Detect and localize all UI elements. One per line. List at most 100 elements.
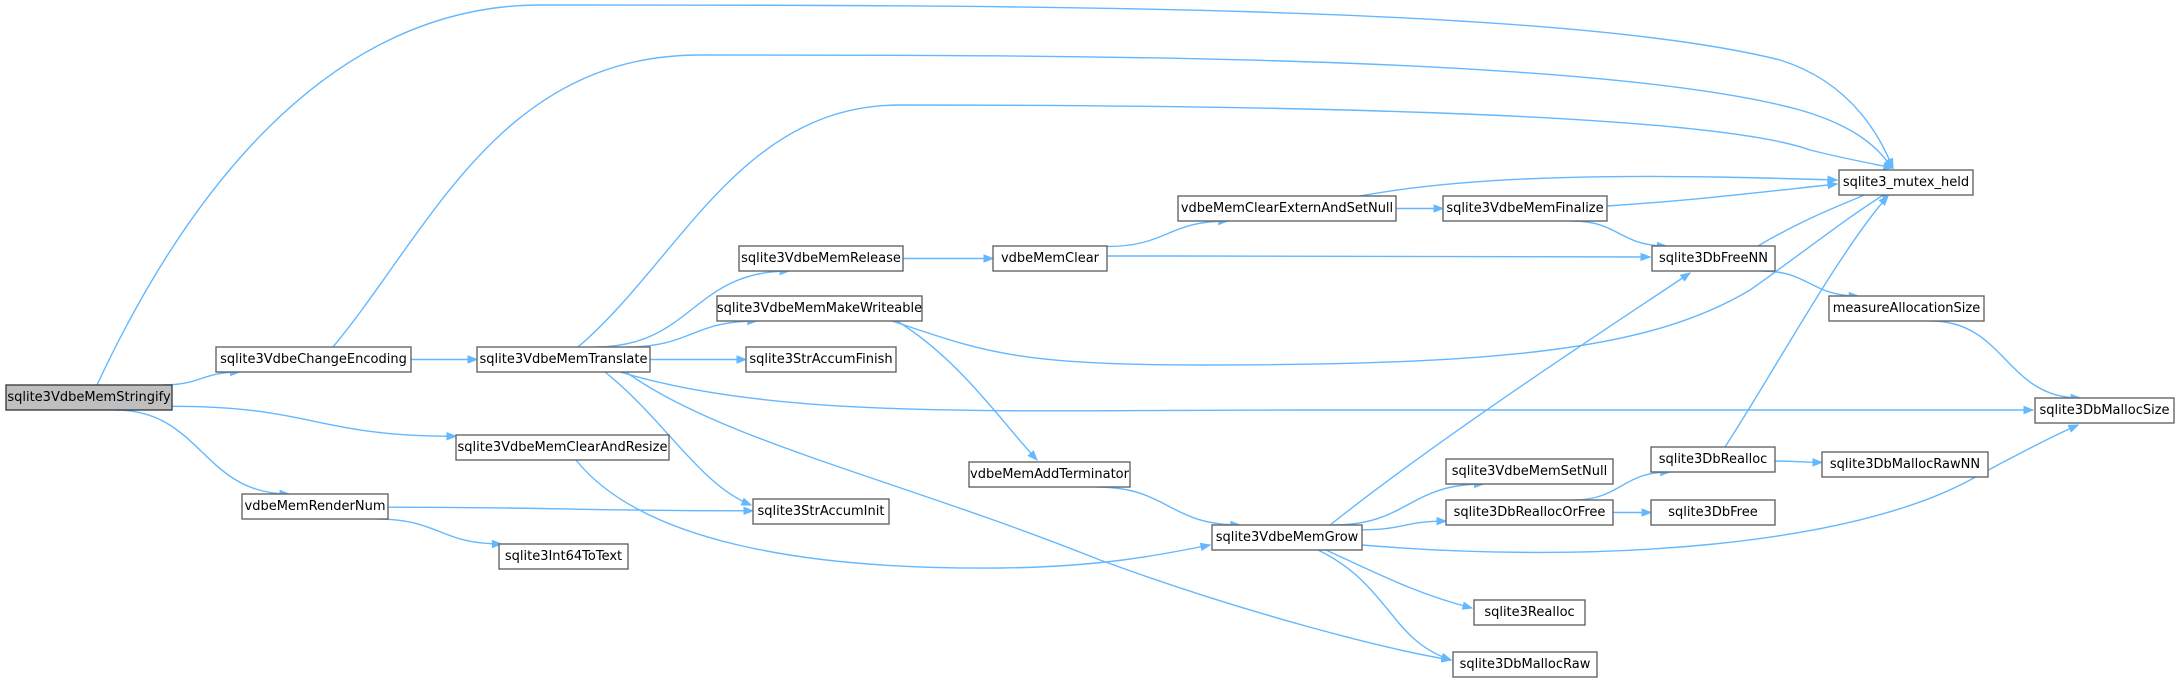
edge-measure-to-mallocsize — [1930, 320, 2081, 399]
node-box — [1177, 195, 1397, 222]
edge-addterm-to-memgrow — [1096, 486, 1240, 526]
edge-memclear-to-dbfreenn-arrowhead — [1640, 252, 1652, 262]
node-makewriteable[interactable]: sqlite3VdbeMemMakeWriteable — [716, 295, 923, 322]
edge-rendernum-to-strinit-arrowhead — [743, 506, 755, 516]
node-box — [1821, 451, 1989, 478]
edge-memgrow-to-realloc — [1325, 549, 1473, 609]
node-box — [992, 245, 1108, 272]
node-dbrealloc[interactable]: sqlite3DbRealloc — [1650, 446, 1776, 473]
node-dbfree[interactable]: sqlite3DbFree — [1650, 499, 1776, 526]
node-memclear[interactable]: vdbeMemClear — [992, 245, 1108, 272]
node-strinit[interactable]: sqlite3StrAccumInit — [752, 498, 890, 525]
edge-translate-to-mallocsize — [619, 371, 2033, 412]
node-box — [498, 543, 629, 570]
edge-rendernum-to-strinit — [387, 506, 754, 512]
edge-rendernum-to-int64totext — [377, 518, 502, 545]
edge-stringify-to-clearresize-arrowhead — [446, 432, 458, 441]
node-mutexheld[interactable]: sqlite3_mutex_held — [1838, 169, 1974, 196]
edge-memgrow-to-realloc-arrowhead — [1461, 601, 1474, 610]
edge-clearresize-to-memgrow-arrowhead — [1199, 542, 1212, 552]
edge-dbrealloc-to-mutexheld — [1724, 195, 1889, 448]
node-box — [1838, 169, 1974, 196]
edge-clearresize-to-memgrow — [575, 459, 1211, 569]
node-box — [1445, 458, 1614, 485]
node-box — [1473, 599, 1586, 626]
node-box — [1650, 499, 1776, 526]
node-realloc[interactable]: sqlite3Realloc — [1473, 599, 1586, 626]
node-box — [1211, 524, 1363, 551]
node-changeenc[interactable]: sqlite3VdbeChangeEncoding — [215, 346, 412, 373]
node-label: sqlite3Int64ToText — [505, 549, 622, 564]
edge-clearextern-to-mutexheld-arrowhead — [1827, 175, 1839, 184]
node-label: sqlite3VdbeMemMakeWriteable — [717, 301, 922, 316]
node-label: sqlite3VdbeMemClearAndResize — [458, 440, 668, 455]
node-label: sqlite3StrAccumFinish — [749, 352, 892, 367]
edge-memgrow-to-dbfreenn-arrowhead — [1679, 272, 1692, 282]
node-dbfreenn[interactable]: sqlite3DbFreeNN — [1651, 245, 1776, 272]
node-clearextern[interactable]: vdbeMemClearExternAndSetNull — [1177, 195, 1397, 222]
node-measure[interactable]: measureAllocationSize — [1828, 295, 1985, 322]
node-label: sqlite3Realloc — [1484, 605, 1574, 620]
node-label: sqlite3DbMallocRaw — [1460, 657, 1591, 672]
edge-dbrealloc-to-mutexheld-arrowhead — [1878, 194, 1889, 206]
node-finalize[interactable]: sqlite3VdbeMemFinalize — [1442, 195, 1608, 222]
node-box — [241, 493, 389, 520]
node-reallocorfree[interactable]: sqlite3DbReallocOrFree — [1445, 499, 1614, 526]
node-mallocrawnn[interactable]: sqlite3DbMallocRawNN — [1821, 451, 1989, 478]
edge-translate-to-strinit-arrowhead — [740, 497, 753, 506]
node-int64totext[interactable]: sqlite3Int64ToText — [498, 543, 629, 570]
node-label: sqlite3VdbeMemGrow — [1216, 530, 1359, 545]
node-box — [1828, 295, 1985, 322]
node-label: sqlite3VdbeMemTranslate — [480, 352, 648, 367]
node-label: sqlite3VdbeMemSetNull — [1452, 464, 1607, 479]
edge-clearextern-to-finalize-arrowhead — [1433, 204, 1445, 213]
edge-clearextern-to-mutexheld — [1359, 175, 1838, 197]
node-release[interactable]: sqlite3VdbeMemRelease — [738, 245, 904, 272]
edge-memgrow-to-dbfreenn — [1329, 272, 1691, 526]
node-label: sqlite3DbMallocRawNN — [1830, 457, 1980, 472]
edge-memgrow-to-reallocorfree-arrowhead — [1436, 516, 1448, 526]
node-label: sqlite3DbRealloc — [1659, 452, 1768, 467]
node-box — [1452, 651, 1598, 678]
edge-release-to-memclear-arrowhead — [983, 254, 995, 263]
node-label: sqlite3DbFree — [1668, 505, 1757, 520]
node-rendernum[interactable]: vdbeMemRenderNum — [241, 493, 389, 520]
node-stringify[interactable]: sqlite3VdbeMemStringify — [5, 384, 173, 411]
node-clearresize[interactable]: sqlite3VdbeMemClearAndResize — [455, 434, 670, 461]
node-label: sqlite3_mutex_held — [1843, 175, 1969, 190]
edge-memgrow-to-mallocraw-arrowhead — [1440, 653, 1453, 662]
edge-finalize-to-mutexheld — [1606, 183, 1838, 207]
edge-memclear-to-clearextern — [1106, 220, 1228, 248]
node-strfinish[interactable]: sqlite3StrAccumFinish — [745, 346, 897, 373]
edge-changeenc-to-mutexheld — [332, 54, 1894, 348]
node-label: sqlite3StrAccumInit — [758, 504, 885, 519]
node-box — [745, 346, 897, 373]
edge-stringify-to-mutexheld — [96, 4, 1894, 386]
edge-dbrealloc-to-mallocrawnn-arrowhead — [1812, 458, 1824, 467]
edge-dbfreenn-to-measure — [1761, 270, 1859, 297]
edge-stringify-to-rendernum — [114, 409, 290, 495]
node-translate[interactable]: sqlite3VdbeMemTranslate — [476, 346, 651, 373]
edge-translate-to-mutexheld — [577, 104, 1894, 348]
node-setnull[interactable]: sqlite3VdbeMemSetNull — [1445, 458, 1614, 485]
node-label: vdbeMemClearExternAndSetNull — [1181, 201, 1393, 216]
node-label: sqlite3DbFreeNN — [1659, 251, 1768, 266]
edge-memgrow-to-mallocsize-arrowhead — [2067, 424, 2080, 433]
edge-makewriteable-to-mutexheld — [891, 190, 1891, 366]
node-box — [5, 384, 173, 411]
edge-memclear-to-dbfreenn — [1106, 255, 1651, 258]
edge-changeenc-to-translate-arrowhead — [467, 355, 479, 364]
node-mallocsize[interactable]: sqlite3DbMallocSize — [2034, 397, 2175, 424]
node-mallocraw[interactable]: sqlite3DbMallocRaw — [1452, 651, 1598, 678]
edge-memgrow-to-reallocorfree — [1361, 520, 1447, 531]
node-layer: sqlite3VdbeMemStringify sqlite3VdbeChange… — [5, 169, 2175, 678]
node-label: sqlite3VdbeMemFinalize — [1446, 201, 1603, 216]
edge-reallocorfree-to-dbrealloc — [1572, 471, 1670, 501]
node-box — [455, 434, 670, 461]
node-box — [716, 295, 923, 322]
node-memgrow[interactable]: sqlite3VdbeMemGrow — [1211, 524, 1363, 551]
edge-layer — [96, 4, 2082, 663]
node-addterm[interactable]: vdbeMemAddTerminator — [968, 461, 1131, 488]
edge-translate-to-makewriteable — [626, 320, 757, 348]
